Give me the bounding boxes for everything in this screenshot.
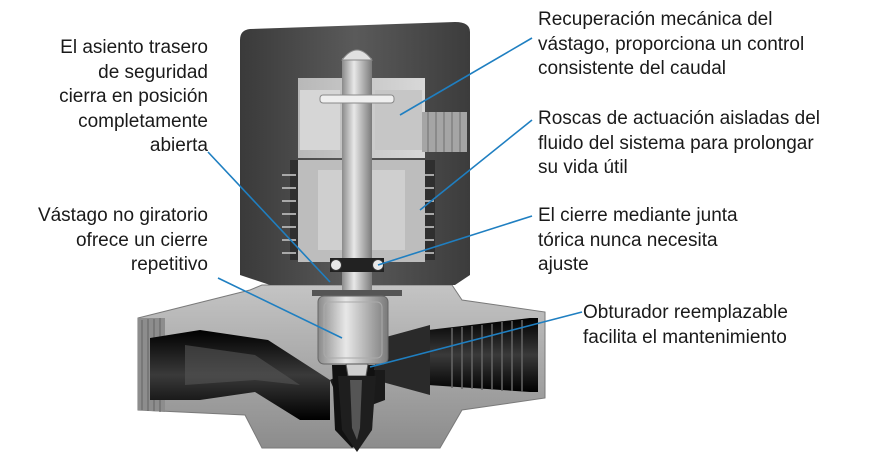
leader-back-seat (207, 151, 331, 283)
callout-back-seat: El asiento trasero de seguridad cierra e… (59, 37, 208, 156)
callout-replaceable-plug: Obturador reemplazable facilita el mante… (583, 302, 788, 348)
leader-plug (369, 311, 583, 368)
callout-o-ring-seal: El cierre mediante junta tórica nunca ne… (538, 205, 738, 275)
leader-stem-recovery (399, 37, 533, 116)
leader-threads (419, 119, 533, 211)
leader-o-ring (377, 215, 533, 266)
inlet-port (150, 330, 330, 420)
leader-lines (207, 37, 583, 368)
callout-non-rotating-stem: Vástago no giratorio ofrece un cierre re… (37, 205, 208, 275)
leader-stem (217, 277, 343, 339)
callout-stem-recovery: Recuperación mecánica del vástago, propo… (538, 9, 805, 79)
valve-stem (312, 49, 402, 452)
callout-isolated-threads: Roscas de actuación aisladas del fluido … (538, 108, 821, 178)
outlet-port (408, 318, 538, 392)
